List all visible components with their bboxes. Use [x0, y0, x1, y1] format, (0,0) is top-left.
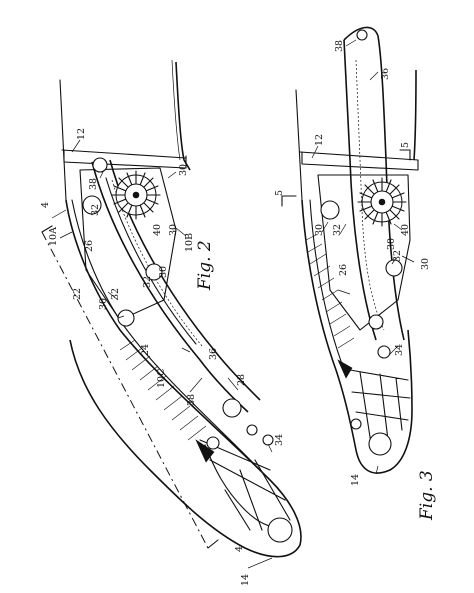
- leading-edge-hatch-3: [305, 233, 355, 349]
- pinion-gear-40: [111, 170, 161, 220]
- label-38-fig3: 38: [334, 40, 345, 52]
- label-14: 14: [240, 574, 251, 586]
- label-12: 12: [76, 128, 87, 140]
- figure-3-title: Fig. 3: [417, 470, 437, 521]
- slat-solid-wedge: [195, 439, 215, 463]
- label-32-mid: 32: [142, 276, 153, 288]
- section-arrow-bottom: [207, 539, 219, 549]
- label-34-fig3: 34: [394, 344, 405, 356]
- slat-inner-contour-3: [309, 199, 343, 365]
- label-38-low: 38: [186, 394, 197, 406]
- label-4-bottom: 4: [234, 546, 245, 552]
- label-26-fig3: 26: [338, 264, 349, 276]
- figure-2-labels: Fig. 2 12 4 10A 38 32 26 30 40 30 10B 30…: [40, 128, 285, 586]
- track-end-roller-38: [356, 29, 368, 41]
- track-outer: [91, 161, 249, 413]
- label-24: 24: [140, 344, 151, 356]
- leading-edge-hatch: [119, 339, 207, 441]
- label-10a: 10A: [48, 227, 59, 246]
- carriage-plate: [79, 167, 177, 321]
- label-30-fig3-b: 30: [386, 238, 397, 250]
- spar-flange: [63, 149, 187, 169]
- section-arrow-5-left: [281, 195, 297, 207]
- slat-ribs-3: [349, 369, 411, 451]
- slat-pivot-34: [262, 434, 274, 446]
- figure-2-drawing: [41, 59, 302, 569]
- slat-inner-contour: [71, 199, 265, 475]
- slat-lightening-hole-3: [368, 432, 392, 456]
- label-22: 22: [72, 288, 83, 300]
- slat-outer-contour-3: [301, 199, 413, 474]
- upper-skin-line: [59, 79, 67, 201]
- track-inner-3: [343, 39, 377, 341]
- label-30-fig3-c: 30: [420, 258, 431, 270]
- label-32-top: 32: [90, 204, 101, 216]
- label-4-top: 4: [40, 202, 51, 208]
- label-10b: 10B: [184, 233, 195, 252]
- lower-skin-line: [175, 61, 191, 171]
- spar-line: [61, 149, 187, 159]
- roller-30-3c: [368, 314, 384, 330]
- label-36: 36: [208, 348, 219, 360]
- slat-outer-contour: [65, 199, 302, 558]
- slat-hole-small-3: [350, 418, 362, 430]
- label-5-left: 5: [274, 190, 285, 196]
- figure-3-drawing: [281, 26, 419, 475]
- pinion-gear-40-3: [357, 177, 407, 227]
- label-40-fig3: 40: [400, 224, 411, 236]
- rack-teeth-3: [355, 59, 385, 331]
- figure-3-labels: Fig. 3 38 36 12 5 5 30 32 40 30 26 32 30…: [274, 40, 437, 521]
- carriage-plate-3: [317, 174, 411, 331]
- roller-30-mid: [145, 263, 163, 281]
- lower-skin-inner: [171, 59, 181, 161]
- section-arrow-top: [41, 225, 53, 233]
- slat-hole-small: [206, 436, 220, 450]
- label-30-right: 30: [178, 164, 189, 176]
- track-end-pin: [222, 398, 242, 418]
- track-link-pin: [246, 424, 258, 436]
- label-38-top: 38: [88, 178, 99, 190]
- label-26: 26: [84, 240, 95, 252]
- slat-solid-wedge-3: [337, 359, 353, 379]
- spar-line-3: [299, 151, 419, 161]
- label-32-fig3-b: 32: [392, 250, 403, 262]
- roller-30-upper: [82, 195, 102, 215]
- label-5-right: 5: [400, 142, 411, 148]
- label-32-fig3-a: 32: [332, 224, 343, 236]
- spar-flange-3: [301, 151, 419, 171]
- section-line-4-4: [41, 231, 209, 549]
- slat-ribs: [199, 439, 291, 531]
- lower-skin-line-3: [413, 69, 417, 161]
- roller-38: [92, 157, 108, 173]
- label-32-left: 32: [110, 288, 121, 300]
- label-30-fig3-a: 30: [314, 224, 325, 236]
- label-30-low: 30: [158, 266, 169, 278]
- rack-teeth-base: [105, 177, 197, 345]
- roller-30-3b: [385, 259, 403, 277]
- figure-2-title: Fig. 2: [195, 240, 215, 291]
- label-36-fig3: 36: [380, 68, 391, 80]
- label-28: 28: [236, 374, 247, 386]
- upper-skin-line-3: [295, 89, 303, 201]
- pin-34-3: [377, 345, 391, 359]
- label-30-mid: 30: [168, 224, 179, 236]
- section-arrow-5-right: [399, 149, 411, 161]
- label-34: 34: [274, 434, 285, 446]
- slat-lightening-hole: [267, 517, 293, 543]
- roller-30-lower: [117, 309, 135, 327]
- roller-30-3a: [320, 200, 340, 220]
- label-40: 40: [152, 224, 163, 236]
- label-10c: 10C: [156, 369, 167, 388]
- label-12-fig3: 12: [314, 134, 325, 146]
- label-14-fig3: 14: [350, 474, 361, 486]
- label-30-left: 30: [98, 298, 109, 310]
